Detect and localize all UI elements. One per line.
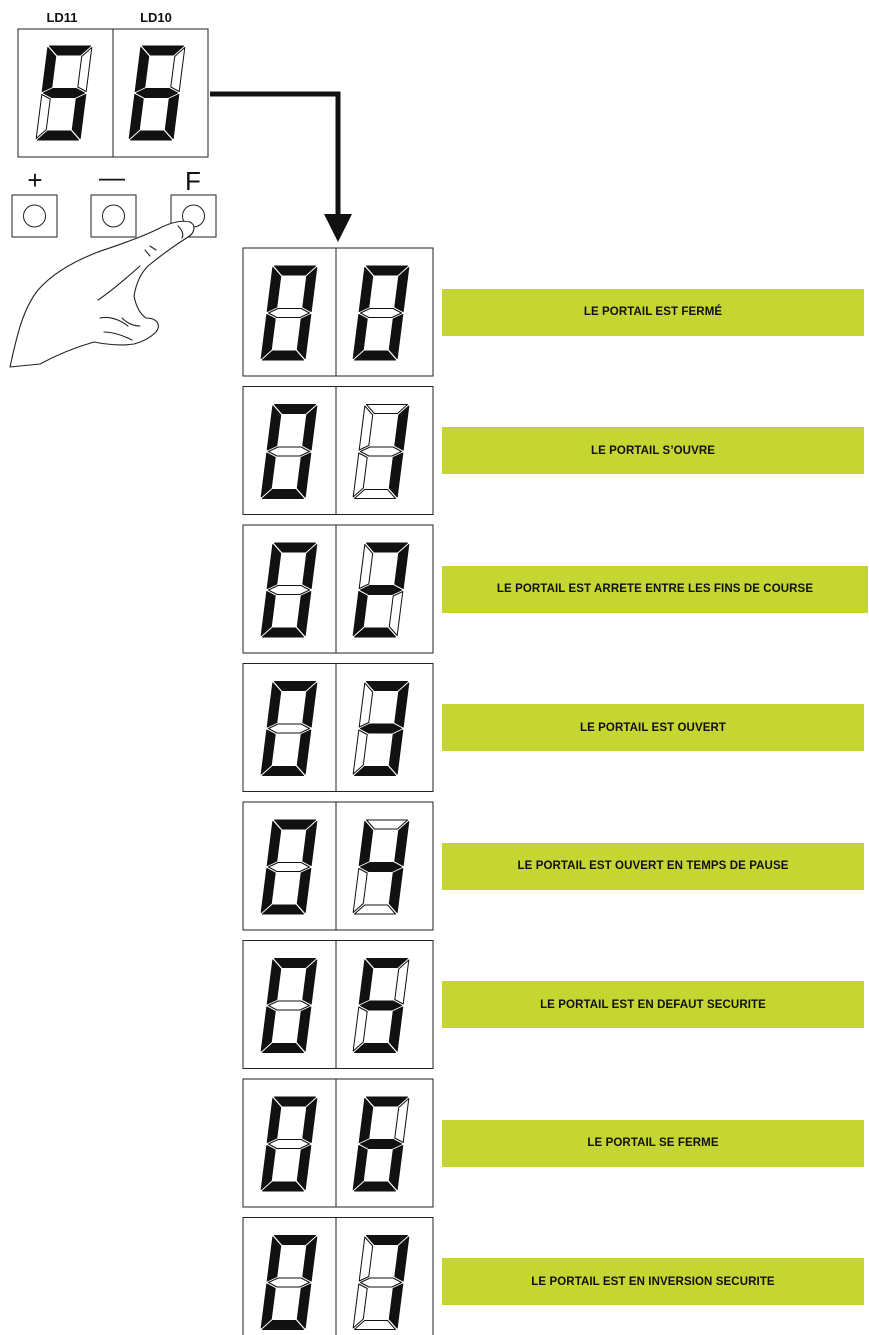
status-text: LE PORTAIL EST OUVERT EN TEMPS DE PAUSE xyxy=(518,860,789,872)
segment-g-off xyxy=(361,1278,402,1287)
status-text: LE PORTAIL EST EN DEFAUT SECURITE xyxy=(540,999,766,1011)
label-ld11: LD11 xyxy=(46,10,77,25)
state-display-06 xyxy=(243,1079,433,1207)
plus-button[interactable] xyxy=(12,195,57,237)
state-display-00 xyxy=(243,248,433,376)
state-display-04 xyxy=(243,802,433,930)
status-text: LE PORTAIL SE FERME xyxy=(587,1137,718,1149)
segment-g-on xyxy=(361,1001,402,1010)
status-text: LE PORTAIL EST ARRETE ENTRE LES FINS DE … xyxy=(497,583,813,595)
status-bar: LE PORTAIL EST EN DEFAUT SECURITE xyxy=(442,981,864,1028)
state-display-07 xyxy=(243,1218,433,1335)
segment-g-off xyxy=(269,1001,310,1010)
segment-g-on xyxy=(361,586,402,595)
status-text: LE PORTAIL EST FERMÉ xyxy=(584,306,722,318)
status-bar: LE PORTAIL S’OUVRE xyxy=(442,427,864,474)
status-bar: LE PORTAIL EST EN INVERSION SECURITE xyxy=(442,1258,864,1305)
segment-g-on xyxy=(361,863,402,872)
segment-g-off xyxy=(269,724,310,733)
segment-g-on xyxy=(137,89,178,98)
status-bar: LE PORTAIL EST OUVERT xyxy=(442,704,864,751)
segment-g-off xyxy=(269,863,310,872)
status-bar: LE PORTAIL EST OUVERT EN TEMPS DE PAUSE xyxy=(442,843,864,890)
segment-g-off xyxy=(361,447,402,456)
status-bar: LE PORTAIL EST ARRETE ENTRE LES FINS DE … xyxy=(442,566,868,613)
pointing-hand-icon xyxy=(10,221,194,367)
status-bar: LE PORTAIL SE FERME xyxy=(442,1120,864,1167)
segment-g-off xyxy=(361,309,402,318)
segment-g-off xyxy=(269,1278,310,1287)
segment-g-on xyxy=(361,1140,402,1149)
flow-arrow xyxy=(210,94,352,242)
segment-g-off xyxy=(269,447,310,456)
status-text: LE PORTAIL S’OUVRE xyxy=(591,445,715,457)
minus-symbol: — xyxy=(99,162,125,192)
status-text: LE PORTAIL EST OUVERT xyxy=(580,722,726,734)
state-display-02 xyxy=(243,525,433,653)
state-display-01 xyxy=(243,387,433,515)
state-display-list xyxy=(243,248,433,1335)
state-display-05 xyxy=(243,941,433,1069)
state-display-03 xyxy=(243,664,433,792)
f-symbol: F xyxy=(185,166,201,196)
segment-g-off xyxy=(269,309,310,318)
status-bar: LE PORTAIL EST FERMÉ xyxy=(442,289,864,336)
label-ld10: LD10 xyxy=(140,10,172,25)
status-text: LE PORTAIL EST EN INVERSION SECURITE xyxy=(531,1276,774,1288)
plus-symbol: + xyxy=(27,165,42,195)
segment-g-off xyxy=(269,586,310,595)
minus-button[interactable] xyxy=(91,195,136,237)
segment-g-on xyxy=(361,724,402,733)
segment-g-off xyxy=(269,1140,310,1149)
segment-g-on xyxy=(44,89,85,98)
header-display xyxy=(18,29,208,157)
